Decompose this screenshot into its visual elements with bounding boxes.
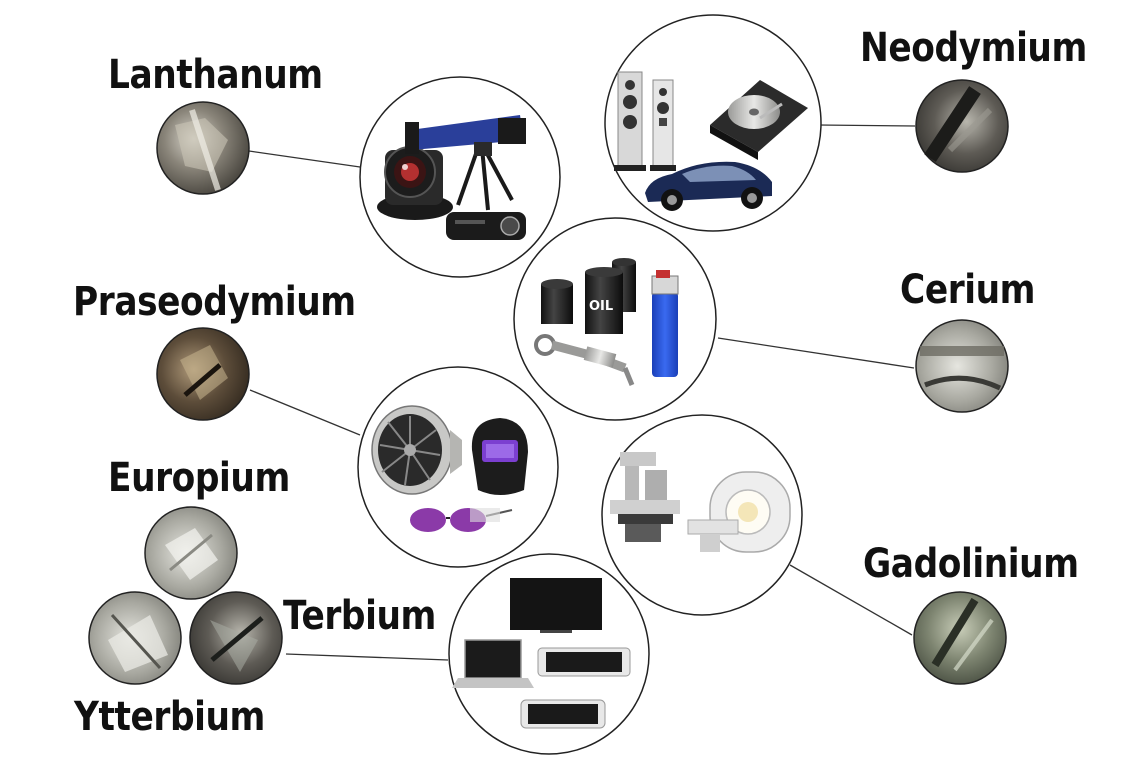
terbium-metal-sample [189, 591, 283, 685]
terbium-applications [452, 578, 631, 729]
connector-cerium [717, 337, 915, 369]
cerium-applications: OIL [534, 258, 679, 386]
label-neodymium: Neodymium [860, 25, 1087, 71]
camera-lens-icon [377, 146, 453, 220]
xray-machine-icon [610, 452, 680, 542]
praseodymium-applications [371, 405, 528, 532]
europium-metal-sample [144, 506, 238, 600]
speaker-icon [614, 71, 676, 171]
connector-terbium [285, 653, 449, 661]
lighter-icon [651, 270, 679, 377]
tv-screen-icon [510, 578, 602, 633]
connector-praseodymium [249, 389, 361, 436]
laptop-icon [452, 639, 534, 688]
mri-scanner-icon [687, 471, 791, 553]
telescope-icon [405, 115, 526, 211]
neodymium-applications [614, 71, 808, 211]
hard-drive-icon [710, 80, 808, 160]
safety-glasses-icon [410, 508, 513, 532]
praseodymium-metal-sample [156, 327, 250, 421]
label-gadolinium: Gadolinium [863, 541, 1079, 587]
oil-barrel-icon: OIL [541, 258, 636, 334]
connector-lanthanum [248, 150, 361, 168]
connector-lines [248, 124, 916, 661]
label-terbium: Terbium [283, 593, 436, 639]
label-ytterbium: Ytterbium [74, 694, 265, 740]
svg-text:OIL: OIL [589, 299, 613, 314]
cerium-metal-sample [915, 319, 1009, 413]
gadolinium-metal-sample [913, 591, 1007, 685]
connector-gadolinium [789, 564, 913, 636]
label-cerium: Cerium [900, 267, 1036, 313]
catalytic-converter-icon [534, 334, 635, 386]
gadolinium-applications [610, 452, 791, 553]
jet-engine-icon [371, 405, 462, 495]
electric-car-icon [645, 161, 772, 211]
lanthanum-metal-sample [156, 101, 250, 195]
phone-icon [520, 699, 606, 729]
tablet-icon [537, 647, 631, 677]
label-praseodymium: Praseodymium [73, 279, 356, 325]
element-samples [88, 79, 1009, 685]
label-europium: Europium [108, 455, 290, 501]
neodymium-metal-sample [915, 79, 1009, 173]
welding-helmet-icon [471, 418, 528, 495]
label-lanthanum: Lanthanum [108, 52, 323, 98]
projector-icon [446, 212, 526, 240]
connector-neodymium [817, 124, 916, 127]
lanthanum-applications [377, 115, 526, 240]
ytterbium-metal-sample [88, 591, 182, 685]
